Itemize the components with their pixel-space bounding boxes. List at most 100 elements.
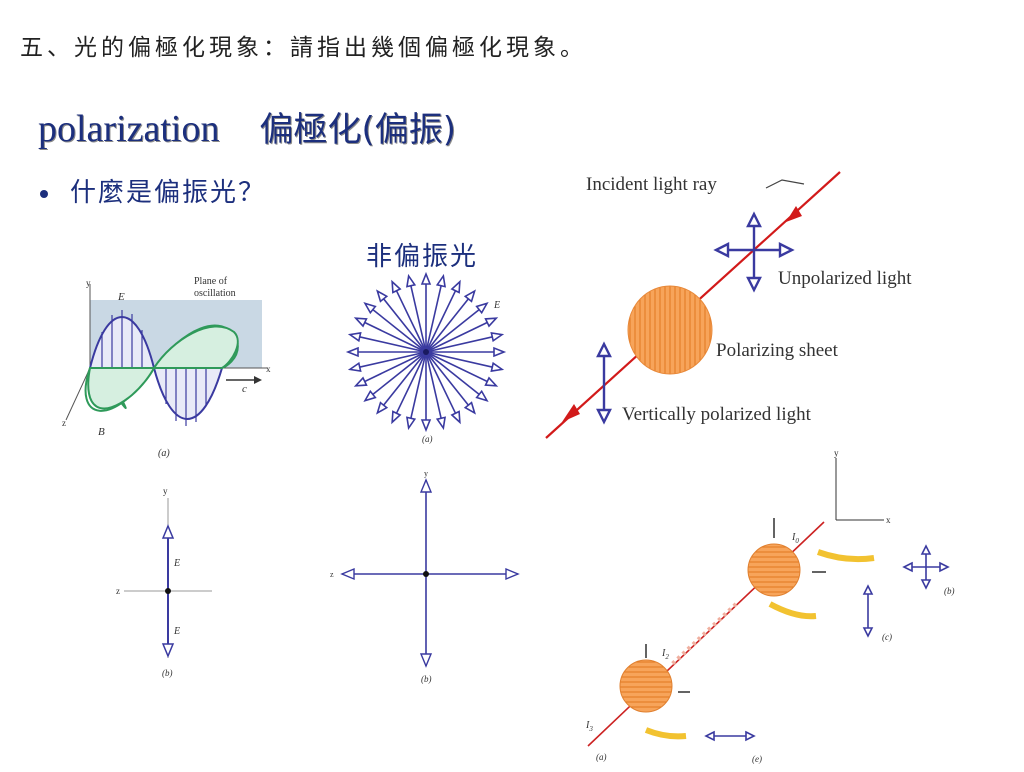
small-z-label: z xyxy=(116,586,120,596)
star-ray xyxy=(408,351,427,425)
star-svg: E (a) xyxy=(345,271,507,444)
small-e2-label: E xyxy=(173,626,180,637)
polarizer-svg: Incident light ray Unpolarized light Pol… xyxy=(545,171,912,439)
star-arrowhead-icon xyxy=(405,273,417,288)
star-arrowhead-icon xyxy=(420,419,432,433)
slide-title: polarization 偏極化(偏振) xyxy=(38,102,456,151)
small-cross-svg: E E y z (b) xyxy=(116,486,212,678)
star-ray xyxy=(379,351,427,411)
title-chinese: 偏極化(偏振) xyxy=(259,110,457,150)
state-c-arrow-icon xyxy=(862,584,874,638)
polarized-small-figure: E E y z (b) xyxy=(62,478,262,683)
faded-ray xyxy=(668,602,738,668)
wave-caption: (a) xyxy=(158,448,170,459)
incident-leader xyxy=(765,179,805,189)
star-arrowhead-icon xyxy=(463,289,476,303)
star-ray xyxy=(353,334,427,353)
star-arrowhead-icon xyxy=(493,346,507,358)
small-center xyxy=(165,588,171,594)
i3-label: I3 xyxy=(586,720,593,733)
unpolarized-star-figure: E (a) xyxy=(328,270,526,455)
large-left-arrowhead-icon xyxy=(340,567,355,581)
yellow-arrow-3 xyxy=(644,727,687,740)
small-up-arrowhead-icon xyxy=(161,524,175,539)
x-label: x xyxy=(266,364,271,374)
star-arrowhead-icon xyxy=(420,271,432,285)
star-caption: (a) xyxy=(422,434,433,444)
small-y-label: y xyxy=(163,486,168,496)
star-ray xyxy=(425,351,473,411)
star-ray xyxy=(379,293,427,353)
title-english: polarization xyxy=(38,108,220,150)
second-polarizer xyxy=(619,659,673,713)
wave-figure-svg: Plane of oscillation E B c x y z (a) xyxy=(62,276,271,459)
i0-label: I0 xyxy=(791,532,799,545)
wave-figure: Plane of oscillation E B c x y z (a) xyxy=(62,270,274,465)
star-arrowhead-icon xyxy=(484,376,499,387)
polarized-large-figure: y z (b) xyxy=(328,466,524,688)
z-axis xyxy=(65,367,91,421)
unpolarized-label: Unpolarized light xyxy=(778,268,912,289)
star-arrowhead-icon xyxy=(345,346,359,358)
star-ray xyxy=(393,284,427,353)
small-e1-label: E xyxy=(173,558,180,569)
star-ray xyxy=(425,351,485,399)
star-ray xyxy=(425,293,473,353)
large-cross-svg: y z (b) xyxy=(330,469,520,684)
star-e-label: E xyxy=(493,300,500,311)
bullet-dot-icon xyxy=(40,189,48,198)
star-arrowhead-icon xyxy=(484,317,499,328)
large-caption: (b) xyxy=(421,674,432,684)
plane-label-line2: oscillation xyxy=(194,288,236,299)
star-arrowhead-icon xyxy=(376,289,389,303)
large-z-label: z xyxy=(330,570,334,579)
star-arrowhead-icon xyxy=(450,279,461,294)
star-arrowhead-icon xyxy=(391,410,402,425)
star-ray xyxy=(425,305,485,353)
incident-label: Incident light ray xyxy=(586,174,717,195)
polarizing-disc xyxy=(627,285,713,375)
b-label: B xyxy=(98,426,105,438)
star-arrowhead-icon xyxy=(490,331,505,343)
star-rays xyxy=(345,271,507,433)
star-arrowhead-icon xyxy=(450,410,461,425)
polarizing-sheet-figure: Incident light ray Unpolarized light Pol… xyxy=(544,162,960,440)
large-down-arrowhead-icon xyxy=(419,653,433,668)
star-arrowhead-icon xyxy=(363,389,377,402)
star-arrowhead-icon xyxy=(363,302,377,315)
e-label: E xyxy=(117,291,125,303)
star-arrowhead-icon xyxy=(353,317,368,328)
star-ray xyxy=(425,334,499,353)
vertical-arrow-icon xyxy=(596,341,612,425)
page-heading: 五、光的偏極化現象：請指出幾個偏極化現象。 xyxy=(20,35,587,61)
star-arrowhead-icon xyxy=(475,389,489,402)
magnetic-field-lobe-2 xyxy=(152,325,239,369)
large-center xyxy=(423,571,429,577)
star-arrowhead-icon xyxy=(490,361,505,373)
star-arrowhead-icon xyxy=(435,416,447,431)
vertical-label: Vertically polarized light xyxy=(622,404,812,425)
star-ray xyxy=(425,351,444,425)
star-center xyxy=(423,349,429,355)
star-ray xyxy=(367,351,427,399)
small-caption: (b) xyxy=(162,668,173,678)
yellow-arrow-2 xyxy=(768,601,817,620)
axis-y-label: y xyxy=(834,448,839,458)
star-ray xyxy=(353,351,427,370)
star-ray xyxy=(425,279,444,353)
star-arrowhead-icon xyxy=(405,416,417,431)
electric-field-vectors xyxy=(101,310,207,426)
i2-label: I2 xyxy=(661,648,669,661)
ray-arrowhead-top-icon xyxy=(786,206,802,222)
bullet-item: 什麼是偏振光？ xyxy=(40,172,266,209)
state-e-label: (e) xyxy=(752,754,762,764)
magnetic-field-lobe-1 xyxy=(87,367,156,410)
large-y-label: y xyxy=(424,469,428,478)
star-arrowhead-icon xyxy=(347,331,362,343)
state-b-cross-icon xyxy=(902,544,950,590)
propagation-arrowhead-icon xyxy=(254,376,262,384)
sheet-label: Polarizing sheet xyxy=(716,340,839,361)
bullet-text: 什麼是偏振光？ xyxy=(70,178,267,208)
star-ray xyxy=(358,319,427,353)
state-c-label: (c) xyxy=(882,632,892,642)
